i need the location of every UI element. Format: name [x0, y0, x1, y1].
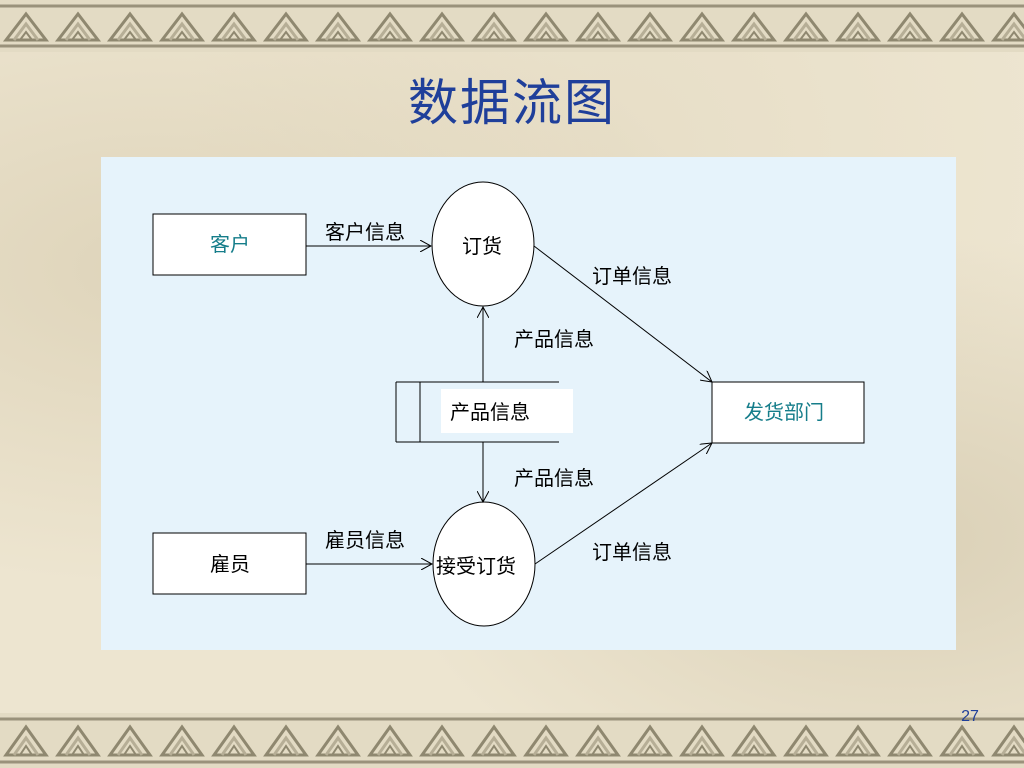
top-decorative-border — [0, 0, 1024, 52]
bottom-decorative-border — [0, 713, 1024, 768]
customer-info-flow-label: 客户信息 — [325, 222, 405, 242]
order-process-label: 订货 — [462, 236, 502, 256]
accept-order-process-label: 接受订货 — [436, 556, 516, 576]
slide-title: 数据流图 — [0, 78, 1024, 128]
employee-info-flow-label: 雇员信息 — [325, 530, 405, 550]
order-info-bottom-flow-label: 订单信息 — [592, 542, 672, 562]
customer-entity-label: 客户 — [210, 234, 250, 254]
data-flow-diagram: 客户 雇员 发货部门 订货 接受订货 产品信息 客户信息 订单信息 产品信息 产… — [101, 157, 956, 650]
shipping-dept-entity-label: 发货部门 — [744, 402, 824, 422]
employee-entity-label: 雇员 — [210, 554, 250, 574]
product-info-up-flow-label: 产品信息 — [514, 329, 594, 349]
data-store-label: 产品信息 — [450, 402, 530, 422]
product-info-down-flow-label: 产品信息 — [514, 468, 594, 488]
page-number: 27 — [950, 708, 990, 726]
order-info-top-flow-label: 订单信息 — [592, 266, 672, 286]
